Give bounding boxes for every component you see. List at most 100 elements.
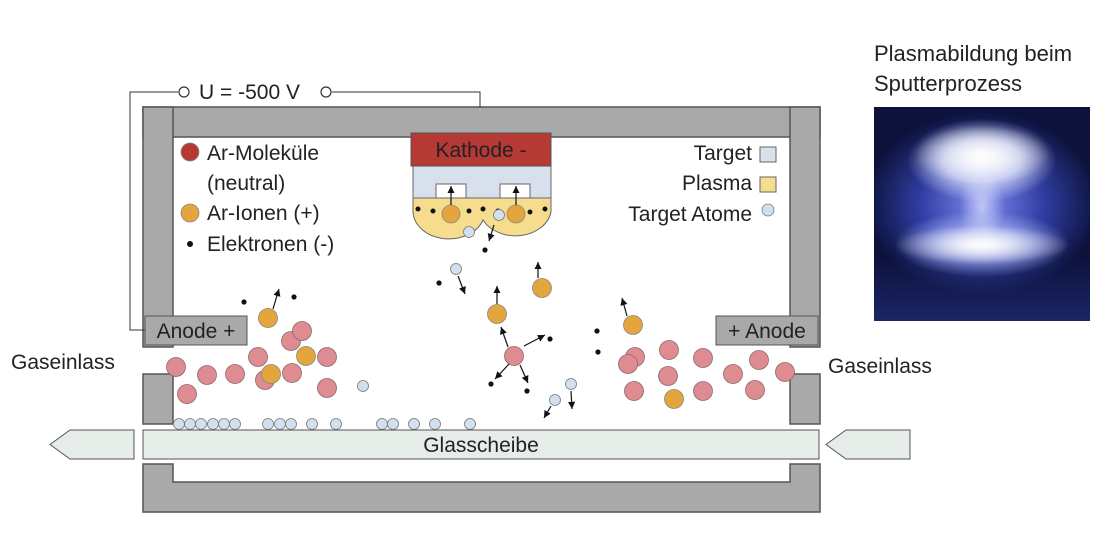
ion-particle xyxy=(441,204,461,224)
target-plate xyxy=(412,165,552,199)
legend-molecule-sublabel: (neutral) xyxy=(207,172,285,195)
molecule-particle xyxy=(197,365,217,385)
target-atom-particle xyxy=(463,226,475,238)
gas-inlet-left-label: Gaseinlass xyxy=(11,351,115,374)
legend-electron-label: Elektronen (-) xyxy=(207,233,334,256)
legend-target-swatch xyxy=(759,146,777,163)
legend-target-atoms-label: Target Atome xyxy=(628,203,752,226)
chamber-bottom xyxy=(142,463,821,513)
ion-particle xyxy=(296,346,316,366)
molecule-particle xyxy=(659,340,679,360)
target-atom-particle xyxy=(195,418,207,430)
molecule-particle xyxy=(723,364,743,384)
conveyor-arrow-right xyxy=(825,429,911,460)
legend-ion-swatch xyxy=(180,203,200,223)
molecule-particle xyxy=(775,362,795,382)
target-atom-particle xyxy=(387,418,399,430)
electron-dot xyxy=(430,208,436,214)
chamber xyxy=(142,106,821,513)
molecule-particle xyxy=(282,363,302,383)
electron-dot xyxy=(488,381,494,387)
terminal-left xyxy=(178,86,190,98)
target-atom-particle xyxy=(565,378,577,390)
target-atom-particle xyxy=(218,418,230,430)
electron-dot xyxy=(291,294,297,300)
legend-right: Target Plasma Target Atome xyxy=(628,142,777,226)
electron-dot xyxy=(241,299,247,305)
molecule-particle xyxy=(624,381,644,401)
molecule-particle xyxy=(166,357,186,377)
glass-pane xyxy=(142,429,820,460)
molecule-particle xyxy=(317,347,337,367)
motion-arrow xyxy=(543,405,552,419)
molecule-particle xyxy=(618,354,638,374)
cathode-block xyxy=(410,132,552,167)
electron-dot xyxy=(466,208,472,214)
motion-arrow xyxy=(487,224,495,242)
motion-arrow xyxy=(620,297,628,317)
glass-label: Glasscheibe xyxy=(423,434,539,457)
electron-dot xyxy=(547,336,553,342)
ion-particle xyxy=(506,204,526,224)
target-atom-particle xyxy=(184,418,196,430)
molecule-particle xyxy=(225,364,245,384)
molecule-particle xyxy=(693,381,713,401)
molecule-particle xyxy=(177,384,197,404)
chamber-left-wall-lower xyxy=(142,373,174,425)
target-atom-particle xyxy=(330,418,342,430)
motion-arrow xyxy=(568,390,576,410)
molecule-particle xyxy=(658,366,678,386)
ion-particle xyxy=(623,315,643,335)
ion-particle xyxy=(664,389,684,409)
molecule-particle xyxy=(693,348,713,368)
electron-dot xyxy=(542,206,548,212)
legend-plasma-swatch xyxy=(759,176,777,193)
legend-target-label: Target xyxy=(694,142,753,165)
cathode-label: Kathode - xyxy=(435,139,526,162)
molecule-particle xyxy=(317,378,337,398)
electron-dot xyxy=(436,280,442,286)
target-atom-particle xyxy=(450,263,462,275)
molecule-particle xyxy=(504,346,524,366)
ion-particle xyxy=(532,278,552,298)
electron-dot xyxy=(595,349,601,355)
motion-arrow xyxy=(272,288,281,310)
target-atom-particle xyxy=(376,418,388,430)
anode-left-box xyxy=(144,315,248,346)
electron-dot xyxy=(482,247,488,253)
title-line-2: Sputterprozess xyxy=(874,71,1022,96)
target-atom-particle xyxy=(229,418,241,430)
motion-arrow xyxy=(499,326,509,348)
target-atom-particle xyxy=(549,394,561,406)
motion-arrow xyxy=(457,275,466,295)
chamber-right-wall-upper xyxy=(789,106,821,348)
molecule-particle xyxy=(749,350,769,370)
molecule-particle xyxy=(745,380,765,400)
ion-particle xyxy=(261,364,281,384)
electron-dot xyxy=(594,328,600,334)
target-atom-particle xyxy=(173,418,185,430)
plasma-photo xyxy=(874,107,1090,321)
electron-dot xyxy=(524,388,530,394)
motion-arrow xyxy=(523,334,546,347)
target-atom-particle xyxy=(493,209,505,221)
target-atom-particle xyxy=(285,418,297,430)
voltage-label: U = -500 V xyxy=(199,81,300,104)
conveyor-arrow-left xyxy=(49,429,135,460)
target-atom-particle xyxy=(357,380,369,392)
target-atom-particle xyxy=(274,418,286,430)
legend-molecule-swatch xyxy=(180,142,200,162)
anode-right: + Anode xyxy=(715,315,819,346)
legend-target-atom-swatch xyxy=(761,203,775,217)
legend-left: Ar-Moleküle (neutral) Ar-Ionen (+) Elekt… xyxy=(180,142,334,256)
target-atom-particle xyxy=(429,418,441,430)
molecule-particle xyxy=(248,347,268,367)
title-line-1: Plasmabildung beim xyxy=(874,41,1072,66)
voltage-circuit: U = -500 V xyxy=(129,81,481,331)
legend-plasma-label: Plasma xyxy=(682,172,752,195)
anode-left-label: Anode + xyxy=(157,320,236,343)
electron-dot xyxy=(415,206,421,212)
target-atom-particle xyxy=(262,418,274,430)
